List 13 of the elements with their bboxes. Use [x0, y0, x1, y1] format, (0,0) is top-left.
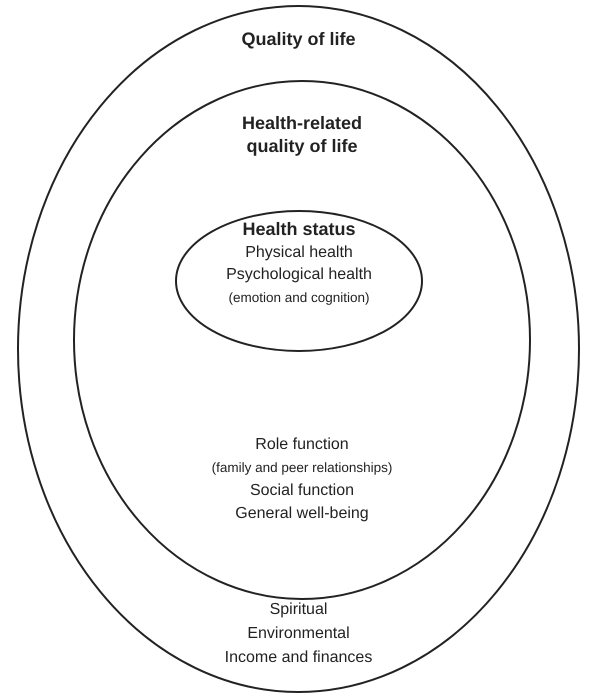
- heading: Quality of life: [241, 28, 356, 51]
- item-text: Social function: [250, 481, 354, 501]
- item-text: Role function: [255, 435, 349, 455]
- item-text: Psychological health: [226, 265, 372, 285]
- item-text: Physical health: [245, 243, 353, 263]
- item-text: General well-being: [235, 504, 369, 524]
- item-text: Spiritual: [270, 600, 328, 620]
- note-text: (family and peer relationships): [212, 459, 392, 477]
- note-text: (emotion and cognition): [228, 289, 370, 307]
- heading: Health status: [242, 218, 356, 241]
- item-text: Environmental: [247, 624, 350, 644]
- item-text: Income and finances: [224, 648, 372, 668]
- heading: Health-related quality of life: [240, 112, 364, 158]
